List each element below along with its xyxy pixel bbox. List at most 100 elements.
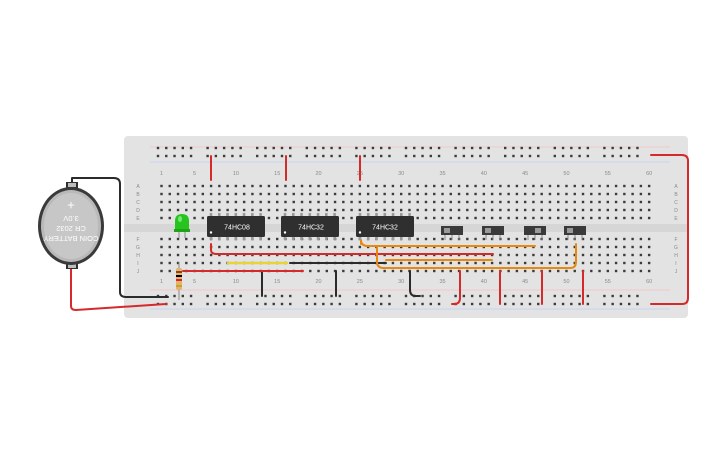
- breadboard-hole[interactable]: [350, 192, 353, 196]
- breadboard-hole[interactable]: [606, 192, 610, 196]
- breadboard-hole[interactable]: [499, 261, 502, 265]
- breadboard-hole[interactable]: [523, 216, 527, 220]
- breadboard-hole[interactable]: [292, 245, 295, 249]
- breadboard-hole[interactable]: [441, 208, 444, 212]
- power-rail-hole[interactable]: [239, 154, 242, 158]
- breadboard-hole[interactable]: [366, 184, 370, 188]
- power-rail-hole[interactable]: [289, 154, 292, 158]
- breadboard-hole[interactable]: [614, 216, 618, 220]
- power-rail-hole[interactable]: [619, 146, 623, 150]
- breadboard-hole[interactable]: [598, 216, 601, 220]
- power-rail-hole[interactable]: [363, 146, 366, 150]
- power-rail-hole[interactable]: [454, 146, 457, 150]
- breadboard-hole[interactable]: [242, 192, 246, 196]
- breadboard-hole[interactable]: [581, 192, 585, 196]
- breadboard-hole[interactable]: [391, 208, 395, 212]
- power-rail-hole[interactable]: [479, 146, 482, 150]
- breadboard-hole[interactable]: [449, 184, 452, 188]
- breadboard-hole[interactable]: [631, 237, 634, 241]
- power-rail-hole[interactable]: [256, 302, 259, 306]
- breadboard-hole[interactable]: [507, 269, 510, 273]
- power-rail-hole[interactable]: [189, 294, 193, 298]
- breadboard-hole[interactable]: [383, 269, 386, 273]
- breadboard-hole[interactable]: [226, 184, 229, 188]
- breadboard-hole[interactable]: [499, 192, 502, 196]
- breadboard-hole[interactable]: [482, 184, 486, 188]
- breadboard-hole[interactable]: [300, 245, 304, 249]
- power-rail-hole[interactable]: [479, 302, 482, 306]
- breadboard-hole[interactable]: [639, 245, 643, 249]
- breadboard-hole[interactable]: [573, 184, 576, 188]
- breadboard-hole[interactable]: [482, 216, 486, 220]
- breadboard-hole[interactable]: [647, 237, 651, 241]
- breadboard-hole[interactable]: [614, 261, 618, 265]
- power-rail-hole[interactable]: [470, 294, 474, 298]
- breadboard-hole[interactable]: [523, 200, 527, 204]
- breadboard-hole[interactable]: [176, 192, 180, 196]
- chip-74hc32-b[interactable]: 74HC32: [356, 213, 414, 240]
- breadboard-hole[interactable]: [358, 192, 362, 196]
- power-rail-hole[interactable]: [181, 146, 184, 150]
- breadboard-hole[interactable]: [623, 192, 626, 196]
- power-rail-hole[interactable]: [504, 294, 507, 298]
- power-rail-hole[interactable]: [214, 146, 218, 150]
- breadboard-hole[interactable]: [441, 184, 444, 188]
- breadboard-hole[interactable]: [267, 245, 271, 249]
- breadboard-hole[interactable]: [532, 253, 535, 257]
- power-rail-hole[interactable]: [289, 146, 292, 150]
- power-rail-hole[interactable]: [520, 154, 523, 158]
- breadboard-hole[interactable]: [606, 200, 610, 204]
- breadboard-hole[interactable]: [391, 269, 395, 273]
- power-rail-hole[interactable]: [611, 294, 614, 298]
- power-rail-hole[interactable]: [627, 302, 631, 306]
- breadboard-hole[interactable]: [201, 216, 205, 220]
- power-rail-hole[interactable]: [429, 294, 432, 298]
- power-rail-hole[interactable]: [479, 154, 482, 158]
- breadboard-hole[interactable]: [548, 253, 552, 257]
- breadboard-hole[interactable]: [457, 192, 461, 196]
- breadboard-hole[interactable]: [317, 245, 320, 249]
- power-rail-hole[interactable]: [429, 302, 432, 306]
- power-rail-hole[interactable]: [487, 154, 490, 158]
- power-rail-hole[interactable]: [264, 146, 267, 150]
- breadboard-hole[interactable]: [441, 200, 444, 204]
- breadboard-hole[interactable]: [548, 208, 552, 212]
- breadboard-hole[interactable]: [399, 208, 403, 212]
- breadboard-hole[interactable]: [515, 216, 519, 220]
- breadboard-hole[interactable]: [300, 208, 304, 212]
- breadboard-hole[interactable]: [614, 237, 618, 241]
- breadboard-hole[interactable]: [433, 261, 436, 265]
- breadboard-hole[interactable]: [309, 200, 312, 204]
- power-rail-hole[interactable]: [636, 302, 639, 306]
- breadboard-hole[interactable]: [457, 200, 461, 204]
- power-rail-hole[interactable]: [479, 294, 482, 298]
- power-rail-hole[interactable]: [520, 302, 523, 306]
- breadboard-hole[interactable]: [441, 192, 444, 196]
- power-rail-hole[interactable]: [627, 146, 631, 150]
- breadboard-hole[interactable]: [317, 184, 320, 188]
- breadboard-hole[interactable]: [267, 192, 271, 196]
- breadboard-hole[interactable]: [598, 192, 601, 196]
- breadboard-hole[interactable]: [242, 200, 246, 204]
- power-rail-hole[interactable]: [429, 146, 432, 150]
- breadboard-hole[interactable]: [523, 253, 527, 257]
- power-rail-hole[interactable]: [222, 302, 226, 306]
- breadboard-hole[interactable]: [309, 269, 312, 273]
- breadboard-hole[interactable]: [333, 192, 337, 196]
- power-rail-hole[interactable]: [189, 154, 193, 158]
- breadboard-hole[interactable]: [160, 253, 163, 257]
- power-rail-hole[interactable]: [379, 146, 383, 150]
- breadboard-hole[interactable]: [581, 216, 585, 220]
- power-rail-hole[interactable]: [636, 294, 639, 298]
- breadboard-hole[interactable]: [614, 269, 618, 273]
- power-rail-hole[interactable]: [553, 154, 556, 158]
- breadboard-hole[interactable]: [647, 192, 651, 196]
- breadboard-hole[interactable]: [565, 208, 568, 212]
- breadboard-hole[interactable]: [267, 200, 271, 204]
- breadboard-hole[interactable]: [631, 245, 634, 249]
- breadboard-hole[interactable]: [408, 192, 411, 196]
- breadboard-hole[interactable]: [515, 237, 519, 241]
- breadboard-hole[interactable]: [532, 208, 535, 212]
- breadboard-hole[interactable]: [391, 192, 395, 196]
- breadboard-hole[interactable]: [433, 192, 436, 196]
